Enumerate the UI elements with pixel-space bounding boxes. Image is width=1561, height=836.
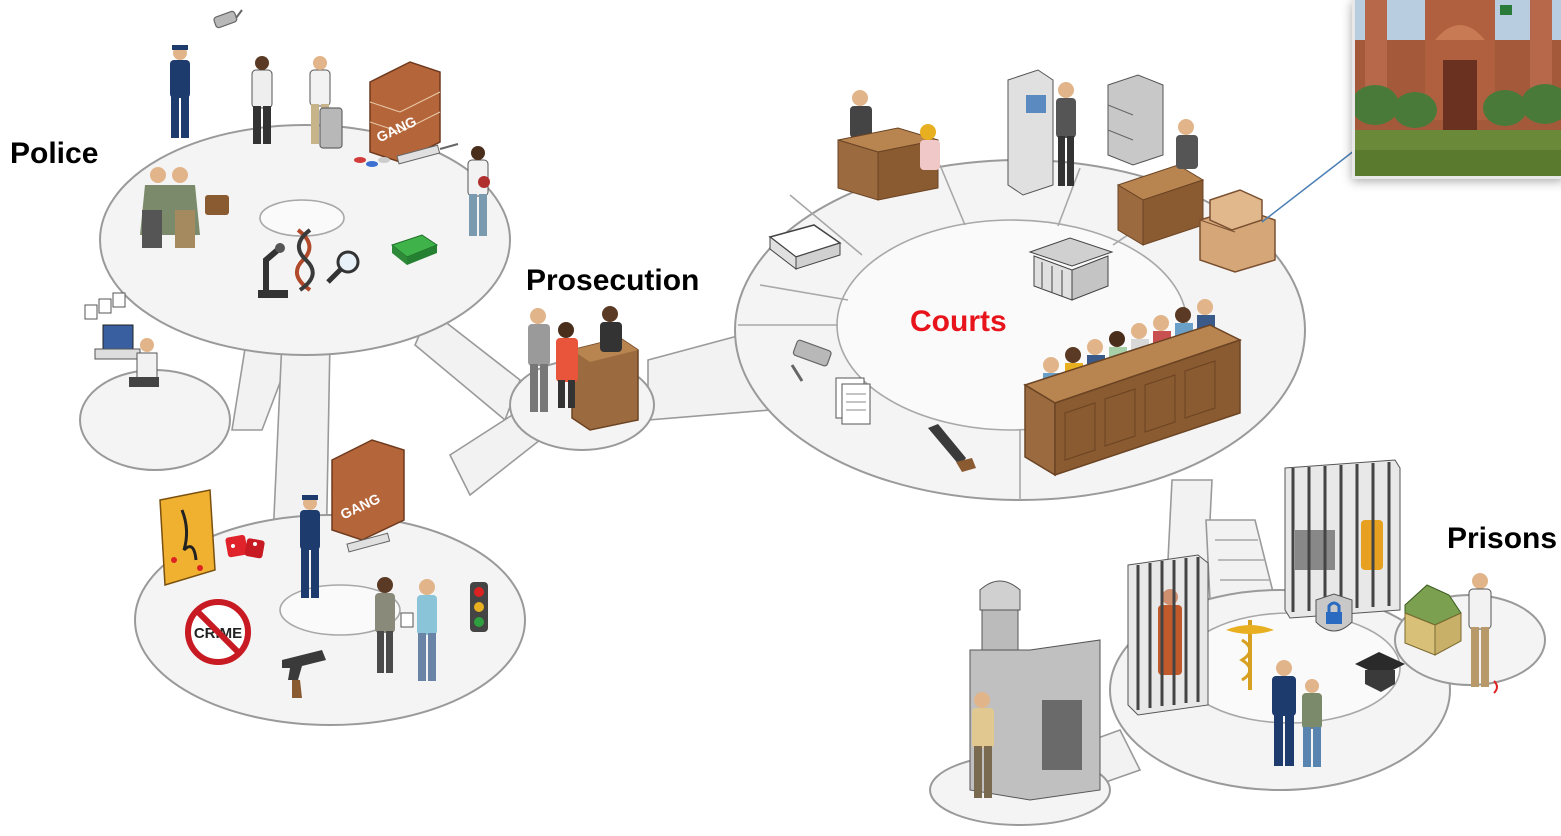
courthouse-icon [1028, 237, 1114, 301]
prosecution-label: Prosecution [526, 264, 700, 297]
victims-group [140, 167, 229, 248]
revolver-icon [282, 650, 326, 698]
courts-label: Courts [910, 305, 1007, 338]
prison-cell-icon [1127, 554, 1209, 716]
syringe-lower-icon [346, 532, 391, 553]
atm-icon [1007, 69, 1076, 196]
police-label: Police [10, 137, 99, 170]
magnifier-icon [326, 250, 360, 284]
photo-connector-line [1261, 139, 1369, 223]
calendar-icon [768, 224, 842, 271]
clerk-desk [837, 90, 940, 201]
medical-caduceus-icon [1226, 620, 1274, 690]
police-platform-upper [99, 124, 511, 356]
prison-cell-upper-icon [1284, 459, 1401, 619]
money-icon [390, 234, 439, 265]
syringe-icon [396, 143, 459, 165]
graduation-cap-icon [1355, 652, 1405, 692]
surveillance-camera-icon [213, 9, 243, 29]
revolver-court-icon [928, 424, 976, 472]
ladies-sign [159, 489, 216, 586]
pills-icon [354, 157, 390, 167]
prisons-label: Prisons [1447, 522, 1558, 555]
computer-desk-icon [84, 292, 159, 387]
brick-wall-icon: GANG [369, 61, 441, 163]
witness-interview [375, 577, 437, 681]
microscope-icon [258, 243, 288, 298]
prosecutor-figures [528, 306, 622, 412]
parolee-figure [1468, 573, 1498, 694]
officer-with-suspect [251, 56, 343, 149]
guard-with-inmate [1272, 660, 1322, 767]
documents-icon [835, 377, 871, 425]
filing-cabinet-icon [1107, 74, 1205, 246]
no-crime-sign-icon: CRIME [185, 599, 251, 665]
police-platform-lower [134, 514, 526, 726]
archive-boxes-icon [1199, 189, 1276, 273]
surveillance-camera-court-icon [790, 339, 832, 382]
dna-icon [294, 228, 315, 292]
watchtower-icon [969, 580, 1101, 801]
jury-box-icon [1023, 299, 1242, 477]
house-icon [1404, 584, 1462, 656]
dice-icon [225, 535, 265, 559]
padlock-shield-icon [1315, 593, 1353, 632]
high-court-photo [1352, 0, 1561, 179]
police-officer-lower-icon [300, 495, 320, 598]
traffic-light-icon [470, 582, 488, 632]
brick-wall-lower-icon: GANG [331, 439, 405, 541]
bystander-with-camera [467, 146, 490, 236]
police-officer-icon [170, 45, 190, 138]
